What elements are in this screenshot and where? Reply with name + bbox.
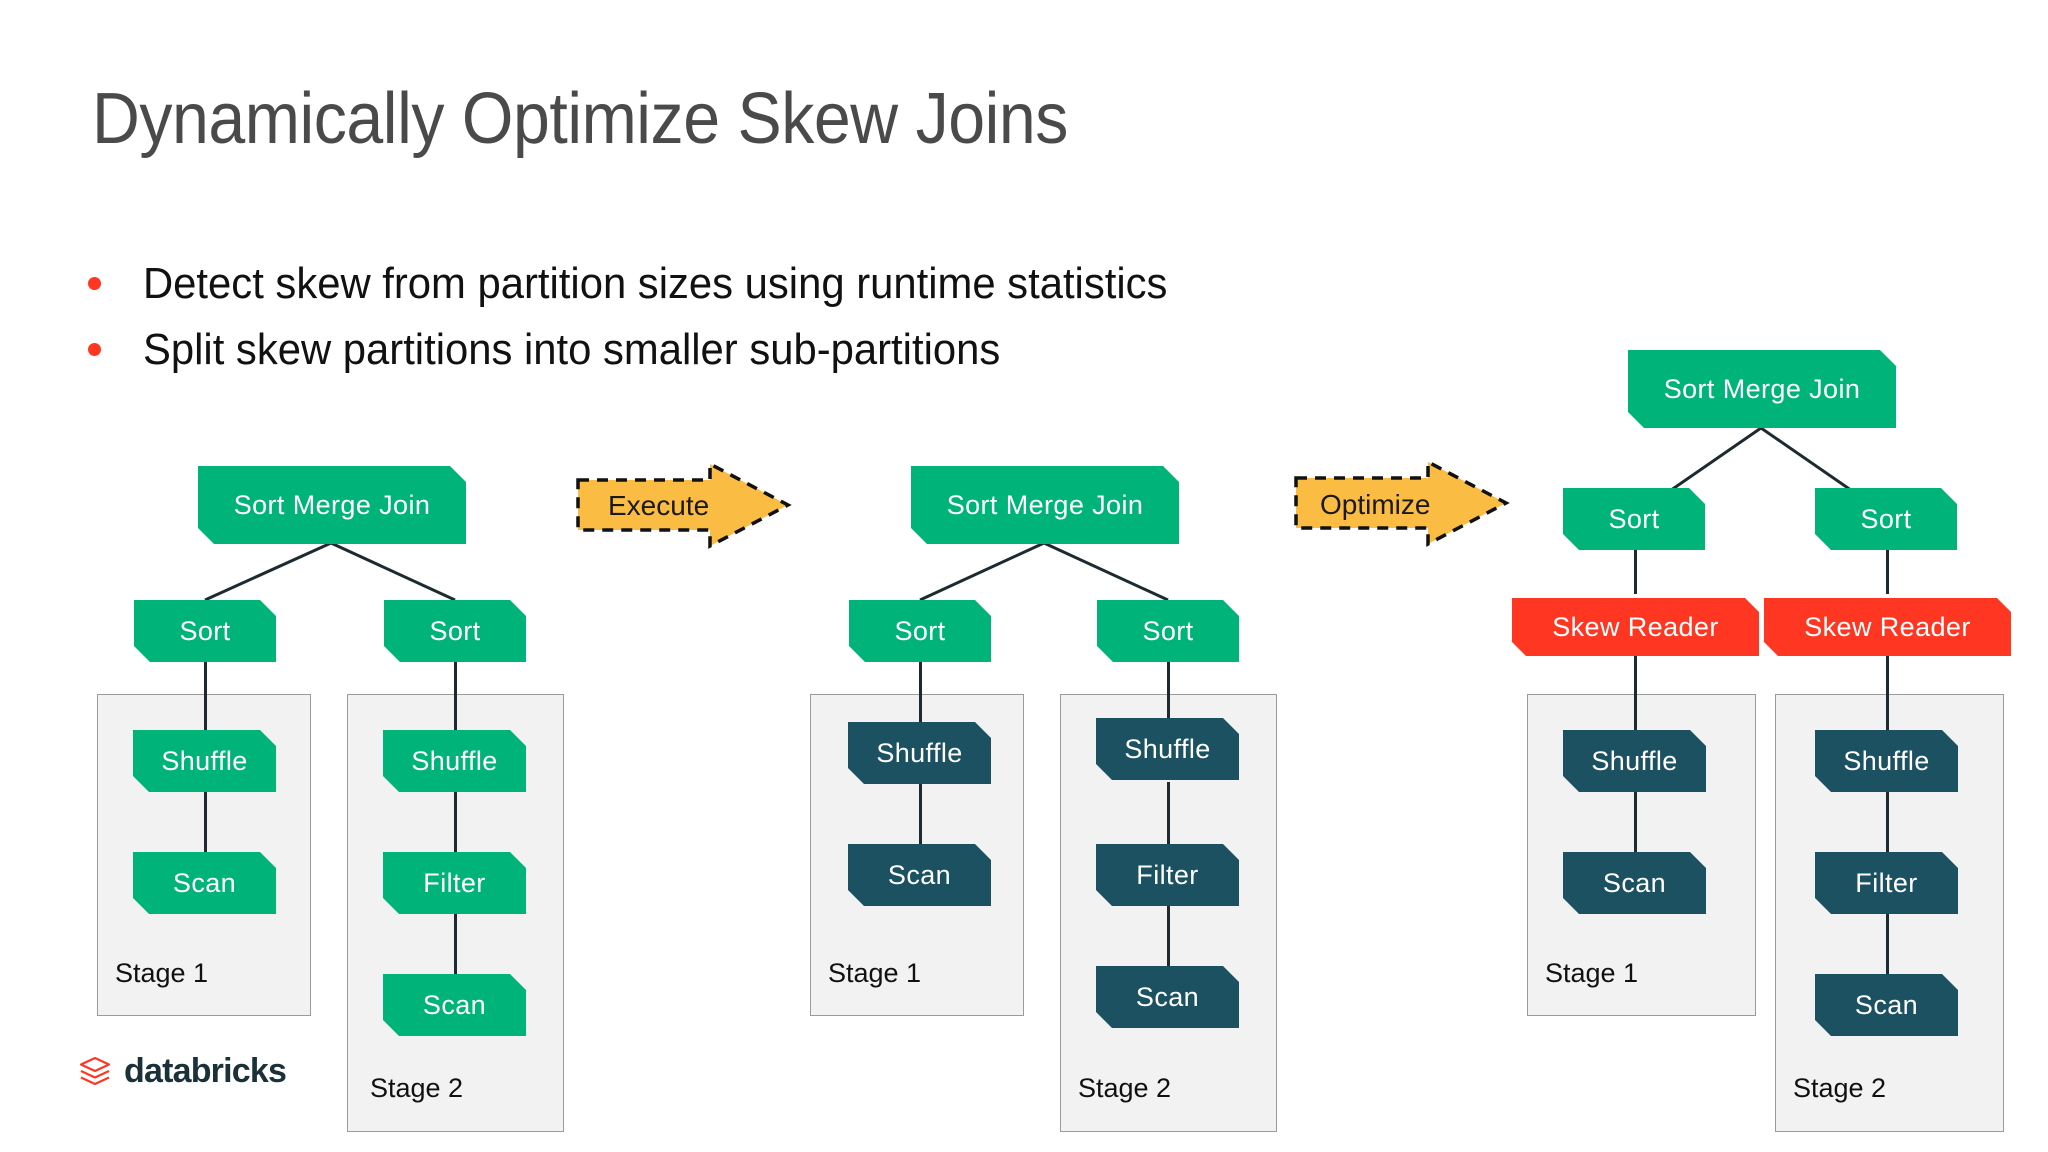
connector — [1886, 512, 1889, 594]
node-scan[interactable]: Scan — [383, 974, 526, 1036]
node-filter[interactable]: Filter — [383, 852, 526, 914]
node-sort-left[interactable]: Sort — [1563, 488, 1705, 550]
optimize-arrow[interactable] — [1292, 458, 1512, 548]
stage-label: Stage 1 — [828, 958, 922, 988]
node-skew-reader-right[interactable]: Skew Reader — [1764, 598, 2011, 656]
node-shuffle[interactable]: Shuffle — [1815, 730, 1958, 792]
node-skew-reader-left[interactable]: Skew Reader — [1512, 598, 1759, 656]
connector — [1167, 782, 1170, 866]
bullet-dot-icon — [88, 343, 101, 356]
node-sort-merge-join[interactable]: Sort Merge Join — [911, 466, 1179, 544]
node-sort-right[interactable]: Sort — [1097, 600, 1239, 662]
bullet-dot-icon — [88, 277, 101, 290]
connector — [204, 790, 207, 874]
node-scan[interactable]: Scan — [133, 852, 276, 914]
node-sort-merge-join[interactable]: Sort Merge Join — [1628, 350, 1896, 428]
node-sort-merge-join[interactable]: Sort Merge Join — [198, 466, 466, 544]
connector — [454, 790, 457, 874]
stage-label: Stage 2 — [370, 1073, 464, 1103]
connector — [1167, 904, 1170, 988]
node-scan[interactable]: Scan — [1563, 852, 1706, 914]
node-sort-right[interactable]: Sort — [1815, 488, 1957, 550]
node-filter[interactable]: Filter — [1096, 844, 1239, 906]
connector — [1634, 790, 1637, 874]
connector — [1886, 652, 1889, 730]
connector — [919, 660, 922, 742]
stage-label: Stage 2 — [1078, 1073, 1172, 1103]
databricks-logo: databricks — [78, 1052, 287, 1091]
list-item: Detect skew from partition sizes using r… — [88, 262, 1221, 306]
connector — [1634, 652, 1637, 730]
node-shuffle[interactable]: Shuffle — [383, 730, 526, 792]
connector — [1886, 912, 1889, 996]
connector — [919, 782, 922, 866]
bullet-text: Detect skew from partition sizes using r… — [143, 259, 1168, 308]
connector — [1886, 790, 1889, 874]
node-shuffle[interactable]: Shuffle — [848, 722, 991, 784]
connector — [1634, 512, 1637, 594]
optimize-arrow-label: Optimize — [1320, 489, 1431, 520]
node-scan[interactable]: Scan — [848, 844, 991, 906]
connector — [454, 912, 457, 996]
execute-arrow-label: Execute — [608, 490, 710, 521]
page-title: Dynamically Optimize Skew Joins — [92, 79, 1068, 159]
connector — [1167, 660, 1170, 738]
stage-label: Stage 2 — [1793, 1073, 1887, 1103]
list-item: Split skew partitions into smaller sub-p… — [88, 328, 1221, 372]
node-sort-left[interactable]: Sort — [134, 600, 276, 662]
node-sort-right[interactable]: Sort — [384, 600, 526, 662]
stage-label: Stage 1 — [115, 958, 209, 988]
connector — [204, 660, 207, 742]
node-shuffle[interactable]: Shuffle — [1096, 718, 1239, 780]
bullet-text: Split skew partitions into smaller sub-p… — [143, 325, 1001, 374]
node-shuffle[interactable]: Shuffle — [133, 730, 276, 792]
databricks-mark-icon — [78, 1055, 112, 1089]
node-scan[interactable]: Scan — [1815, 974, 1958, 1036]
node-filter[interactable]: Filter — [1815, 852, 1958, 914]
databricks-wordmark: databricks — [124, 1052, 287, 1090]
execute-arrow[interactable] — [574, 460, 794, 550]
node-scan[interactable]: Scan — [1096, 966, 1239, 1028]
node-shuffle[interactable]: Shuffle — [1563, 730, 1706, 792]
stage-label: Stage 1 — [1545, 958, 1639, 988]
node-sort-left[interactable]: Sort — [849, 600, 991, 662]
bullet-list: Detect skew from partition sizes using r… — [88, 262, 1221, 394]
connector — [454, 660, 457, 742]
